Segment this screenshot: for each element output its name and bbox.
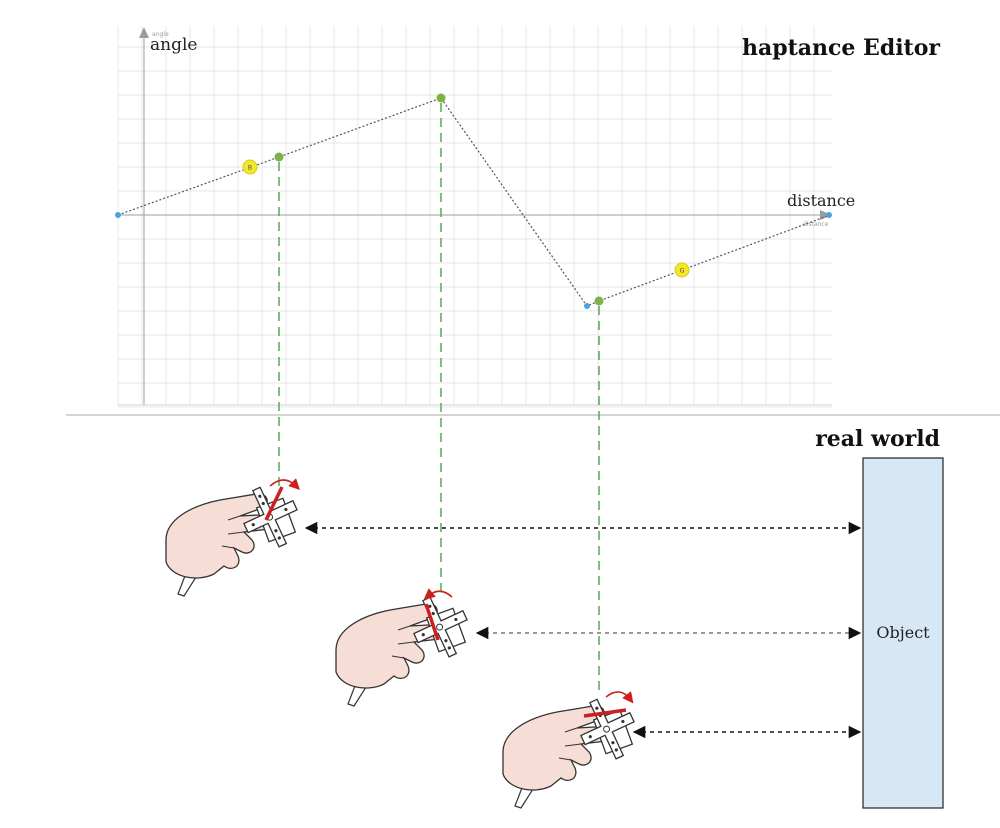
keypoint-3[interactable]: [594, 296, 604, 306]
y-axis-arrowhead-icon: [139, 27, 149, 38]
servo-arm-3: [583, 708, 627, 718]
object-box: Object: [862, 457, 944, 809]
servo-arm-1: [264, 486, 284, 521]
curve-control-point[interactable]: [584, 303, 590, 309]
object-label: Object: [876, 623, 930, 642]
x-axis-label: distance: [787, 191, 855, 210]
curve-end-point[interactable]: [826, 212, 832, 218]
y-axis-label: angle: [150, 35, 197, 55]
editor-grid: [117, 26, 832, 408]
marker-g-label: G: [679, 267, 684, 275]
editor-title: haptance Editor: [742, 35, 940, 61]
rotation-arrow-2-icon: [423, 588, 453, 600]
hand-with-servo-2: [335, 588, 479, 707]
marker-b-label: B: [248, 164, 252, 172]
hand-with-servo-1: [165, 478, 309, 597]
rotation-arrow-3-icon: [605, 691, 634, 704]
real-world-title: real world: [815, 426, 940, 452]
marker-b[interactable]: B: [242, 159, 258, 175]
y-axis-small-label: angle: [152, 31, 169, 38]
marker-g[interactable]: G: [674, 262, 690, 278]
x-axis-small-label: distance: [803, 221, 829, 228]
servo-arm-2: [424, 603, 440, 641]
haptance-curve: [117, 97, 831, 307]
curve-start-point[interactable]: [115, 212, 121, 218]
keypoint-1[interactable]: [274, 152, 284, 162]
keypoint-2[interactable]: [436, 93, 446, 103]
rotation-arrow-1-icon: [269, 478, 300, 490]
hand-with-servo-3: [502, 691, 646, 809]
haptance-editor-panel: angle angle distance distance haptance E…: [115, 26, 940, 408]
